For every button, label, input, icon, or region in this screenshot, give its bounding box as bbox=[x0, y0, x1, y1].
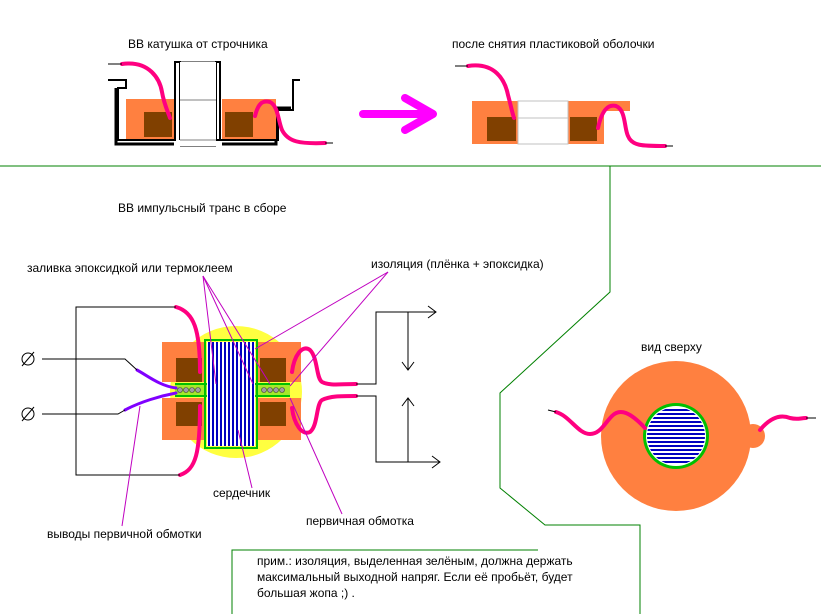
ferrite-core bbox=[207, 342, 255, 446]
leader-lines bbox=[121, 271, 389, 527]
input-circuit bbox=[42, 306, 180, 476]
hv-coil-bare bbox=[455, 63, 673, 148]
label-potting: заливка эпоксидкой или термоклеем bbox=[27, 261, 233, 275]
top-view bbox=[547, 361, 816, 511]
label-primary-leads: выводы первичной обмотки bbox=[47, 527, 202, 541]
note-block: прим.: изоляция, выделенная зелёным, дол… bbox=[257, 554, 573, 600]
section-dividers bbox=[0, 165, 821, 614]
note-line-1: прим.: изоляция, выделенная зелёным, дол… bbox=[257, 554, 573, 568]
label-insulation: изоляция (плёнка + эпоксидка) bbox=[371, 257, 544, 271]
hv-coil-with-shell bbox=[108, 61, 333, 147]
output-circuit bbox=[356, 305, 441, 469]
label-primary-winding: первичная обмотка bbox=[306, 514, 414, 528]
label-after-shell: после снятия пластиковой оболочки bbox=[452, 37, 654, 51]
label-core: сердечник bbox=[213, 486, 271, 500]
note-line-2: максимальный выходной напряг. Если её пр… bbox=[257, 570, 573, 584]
note-line-3: большая жопа ;) . bbox=[257, 586, 355, 600]
hv-output-wires bbox=[174, 305, 358, 477]
label-hv-coil: ВВ катушка от строчника bbox=[128, 37, 268, 51]
terminal-symbol-icon bbox=[21, 351, 35, 422]
hv-coil-section bbox=[162, 342, 301, 440]
primary-leads bbox=[123, 368, 178, 412]
label-assembled: ВВ импульсный транс в сборе bbox=[118, 201, 287, 215]
right-arrow-icon bbox=[359, 94, 437, 134]
primary-winding-turns bbox=[177, 387, 285, 393]
label-top-view: вид сверху bbox=[641, 340, 702, 354]
